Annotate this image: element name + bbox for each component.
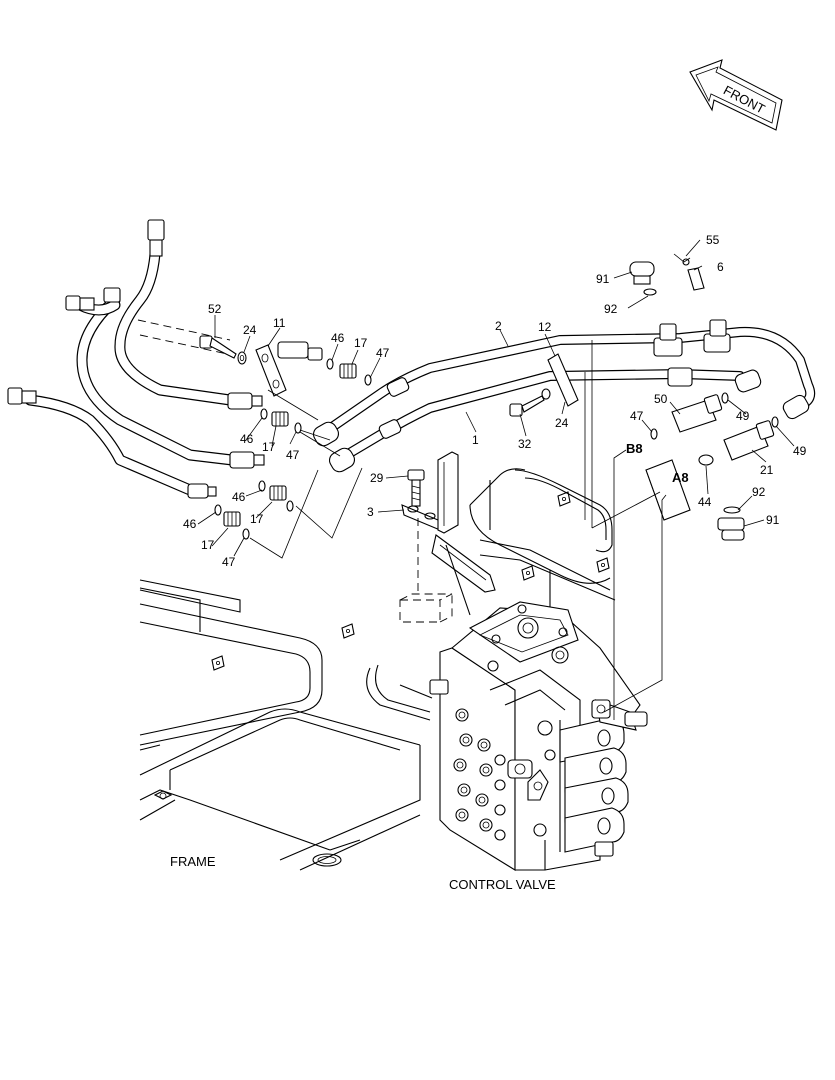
control-valve-label: CONTROL VALVE [449,877,556,892]
square-marker [557,491,571,507]
callout-29: 29 [370,471,384,485]
oring-49-b [771,416,779,428]
callout-24: 24 [555,416,569,430]
adapter-17-row3 [258,480,294,512]
callout-numbers: 55 91 6 92 52 11 24 46 17 47 2 12 50 49 … [183,233,807,569]
oring-49-a [721,392,729,404]
oring-46-top [326,358,334,370]
callout-92: 92 [604,302,618,316]
pipe-tees [653,319,810,420]
bolt-29 [407,469,425,507]
oring-44 [698,454,714,466]
callout-52: 52 [208,302,222,316]
oring-47-b8 [650,428,658,440]
callout-2: 2 [495,319,502,333]
control-valve [429,601,648,871]
square-marker [211,655,225,671]
callout-12: 12 [538,320,552,334]
bracket-3 [401,451,459,534]
clamp-11 [255,344,287,397]
callout-46: 46 [331,331,345,345]
callout-47: 47 [222,555,236,569]
fitting-6-55 [673,253,705,291]
front-direction-arrow: FRONT [689,59,783,131]
callout-49: 49 [793,444,807,458]
oring-92-top [643,288,657,296]
adapter-17-top [339,363,357,379]
callout-50: 50 [654,392,668,406]
bolt-52 [199,335,237,359]
adapter-21 [723,420,775,461]
callout-47: 47 [630,409,644,423]
plug-91-bottom [717,517,745,541]
dashed-mount-block [399,518,453,623]
port-label-b8: B8 [626,441,643,456]
adapter-50 [671,394,723,433]
hose-fittings [7,219,265,499]
callout-46: 46 [240,432,254,446]
callout-92: 92 [752,485,766,499]
callout-6: 6 [717,260,724,274]
connector-block-a8 [645,459,691,521]
plug-91-top [629,261,655,285]
callout-24: 24 [243,323,257,337]
callout-17: 17 [262,440,276,454]
callout-55: 55 [706,233,720,247]
port-label-a8: A8 [672,470,689,485]
oring-47-top [364,374,372,386]
callout-44: 44 [698,495,712,509]
callout-3: 3 [367,505,374,519]
square-marker [596,557,610,573]
callout-47: 47 [376,346,390,360]
callout-32: 32 [518,437,532,451]
washer-24 [237,351,247,365]
frame-structure [139,579,433,871]
steel-pipes [312,326,816,473]
oring-92-bottom [723,506,741,514]
callout-46: 46 [232,490,246,504]
callout-91: 91 [766,513,780,527]
callout-47: 47 [286,448,300,462]
callout-1: 1 [472,433,479,447]
adapter-17-row2 [260,408,302,434]
callout-17: 17 [354,336,368,350]
square-marker [341,623,355,639]
frame-label: FRAME [170,854,216,869]
hose-end-upper [277,341,323,361]
adapter-17-row4 [214,504,250,540]
square-marker [521,565,535,581]
flexible-hoses [24,226,238,496]
callout-11: 11 [273,316,286,330]
callout-21: 21 [760,463,774,477]
leader-lines [197,239,795,720]
callout-46: 46 [183,517,197,531]
callout-17: 17 [250,512,264,526]
callout-49: 49 [736,409,750,423]
bolt-32 [509,388,551,417]
callout-91: 91 [596,272,610,286]
callout-17: 17 [201,538,215,552]
